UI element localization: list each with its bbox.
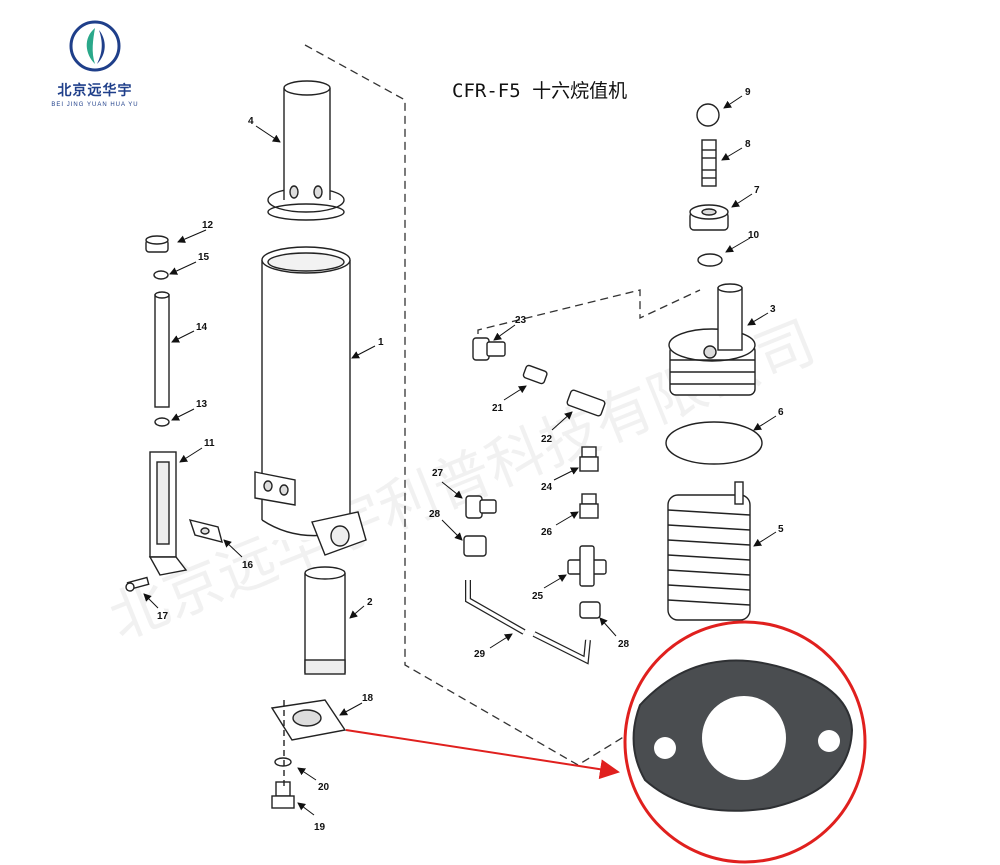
label-8: 8: [745, 139, 751, 150]
part-28b-nut: [579, 601, 601, 619]
part-25-cross: [567, 545, 607, 587]
part-1-cylinder: [254, 246, 367, 556]
part-6-gasket-ring: [665, 421, 763, 465]
part-9-ball: [696, 103, 720, 127]
label-9: 9: [745, 87, 751, 98]
parts-middle: [463, 337, 607, 665]
label-20: 20: [318, 782, 330, 793]
part-16-gasket: [188, 519, 223, 543]
label-16: 16: [242, 560, 254, 571]
label-6: 6: [778, 407, 784, 418]
part-10-oring: [697, 253, 723, 267]
label-18: 18: [362, 693, 374, 704]
label-3: 3: [770, 304, 776, 315]
part-26-fitting: [579, 493, 599, 519]
part-13-washer: [154, 417, 170, 427]
part-20-washer: [274, 757, 292, 767]
label-5: 5: [778, 524, 784, 535]
part-28a-nut: [463, 535, 487, 557]
label-24: 24: [541, 482, 553, 493]
parts-left: [125, 80, 367, 809]
part-12-cap: [145, 235, 169, 253]
parts-right: [665, 103, 763, 621]
label-28b: 28: [618, 639, 630, 650]
part-23-elbow: [472, 337, 506, 361]
page-title: CFR-F5 十六烷值机: [452, 80, 628, 102]
part-22-tee: [566, 389, 606, 417]
part-19-bolt: [271, 781, 295, 809]
label-27: 27: [432, 468, 444, 479]
label-21: 21: [492, 403, 504, 414]
part-15-washer: [153, 270, 169, 280]
label-26: 26: [541, 527, 553, 538]
part-24-fitting: [579, 446, 599, 472]
label-7: 7: [754, 185, 760, 196]
part-29-tubes: [465, 580, 591, 665]
part-3-head: [668, 283, 756, 396]
label-2: 2: [367, 597, 373, 608]
label-1: 1: [378, 337, 384, 348]
label-25: 25: [532, 591, 544, 602]
label-23: 23: [515, 315, 527, 326]
logo-cn-text: 北京远华宇: [57, 83, 133, 99]
part-11-sight-glass: [148, 451, 188, 576]
company-logo: 北京远华宇 BEI JING YUAN HUA YU: [40, 18, 150, 108]
label-22: 22: [541, 434, 553, 445]
part-21-nipple: [522, 364, 548, 385]
part-27-elbow: [465, 495, 497, 519]
label-29: 29: [474, 649, 486, 660]
gasket-photo: [632, 659, 854, 812]
part-14-glass-tube: [154, 291, 170, 408]
label-28a: 28: [429, 509, 441, 520]
part-8-stud: [701, 139, 717, 187]
label-15: 15: [198, 252, 210, 263]
logo-en-text: BEI JING YUAN HUA YU: [51, 102, 139, 108]
label-17: 17: [157, 611, 169, 622]
label-12: 12: [202, 220, 214, 231]
logo-emblem-icon: [69, 20, 121, 72]
callout-arrow: [345, 729, 620, 780]
label-19: 19: [314, 822, 326, 833]
label-10: 10: [748, 230, 760, 241]
part-17-screw: [125, 576, 150, 592]
part-labels: 4 1 12 15 14 13 11 16 17 2 18 20 19 23 2…: [157, 87, 784, 833]
label-4: 4: [248, 116, 254, 127]
part-18-flange-gasket: [270, 699, 347, 741]
part-2-sleeve: [304, 566, 346, 675]
part-4-tube: [267, 80, 345, 221]
label-13: 13: [196, 399, 208, 410]
label-14: 14: [196, 322, 208, 333]
part-7-nut: [689, 204, 729, 231]
leader-arrows: [143, 95, 777, 816]
part-5-coil: [667, 481, 751, 621]
label-11: 11: [204, 438, 215, 449]
